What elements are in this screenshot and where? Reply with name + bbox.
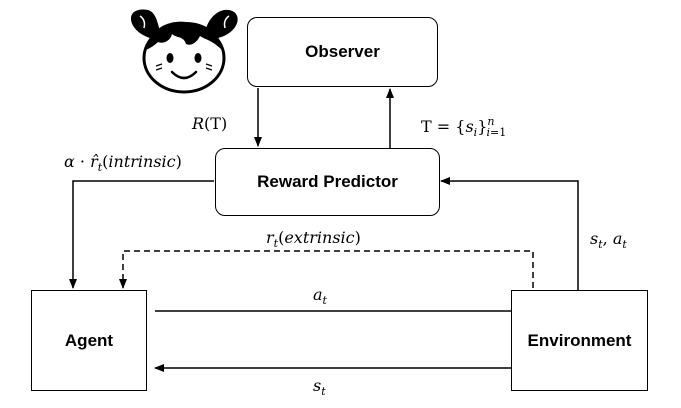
agent-box: Agent bbox=[31, 290, 147, 391]
edge-label-r-of-t: R(T) bbox=[192, 114, 228, 133]
environment-box: Environment bbox=[511, 290, 648, 391]
agent-label: Agent bbox=[64, 330, 114, 350]
girl-face-icon bbox=[130, 9, 238, 94]
observer-box: Observer bbox=[247, 17, 438, 87]
reward-predictor-box: Reward Predictor bbox=[215, 148, 440, 216]
arrow-environment-to-predictor bbox=[440, 177, 579, 290]
edge-label-extrinsic-reward: rt(extrinsic) bbox=[266, 228, 361, 250]
edge-label-action: at bbox=[313, 285, 327, 307]
edge-label-state-action: st, at bbox=[590, 229, 627, 251]
arrow-extrinsic-reward bbox=[119, 250, 534, 289]
edge-label-state: st bbox=[313, 376, 326, 398]
observer-label: Observer bbox=[305, 42, 380, 61]
edge-label-trajectory: T = {si}ni=1 bbox=[421, 115, 507, 139]
arrow-predictor-to-agent bbox=[69, 180, 214, 289]
edge-label-intrinsic-reward: α · r̂t(intrinsic) bbox=[64, 152, 182, 174]
environment-label: Environment bbox=[527, 330, 632, 350]
reward-predictor-label: Reward Predictor bbox=[257, 172, 398, 191]
